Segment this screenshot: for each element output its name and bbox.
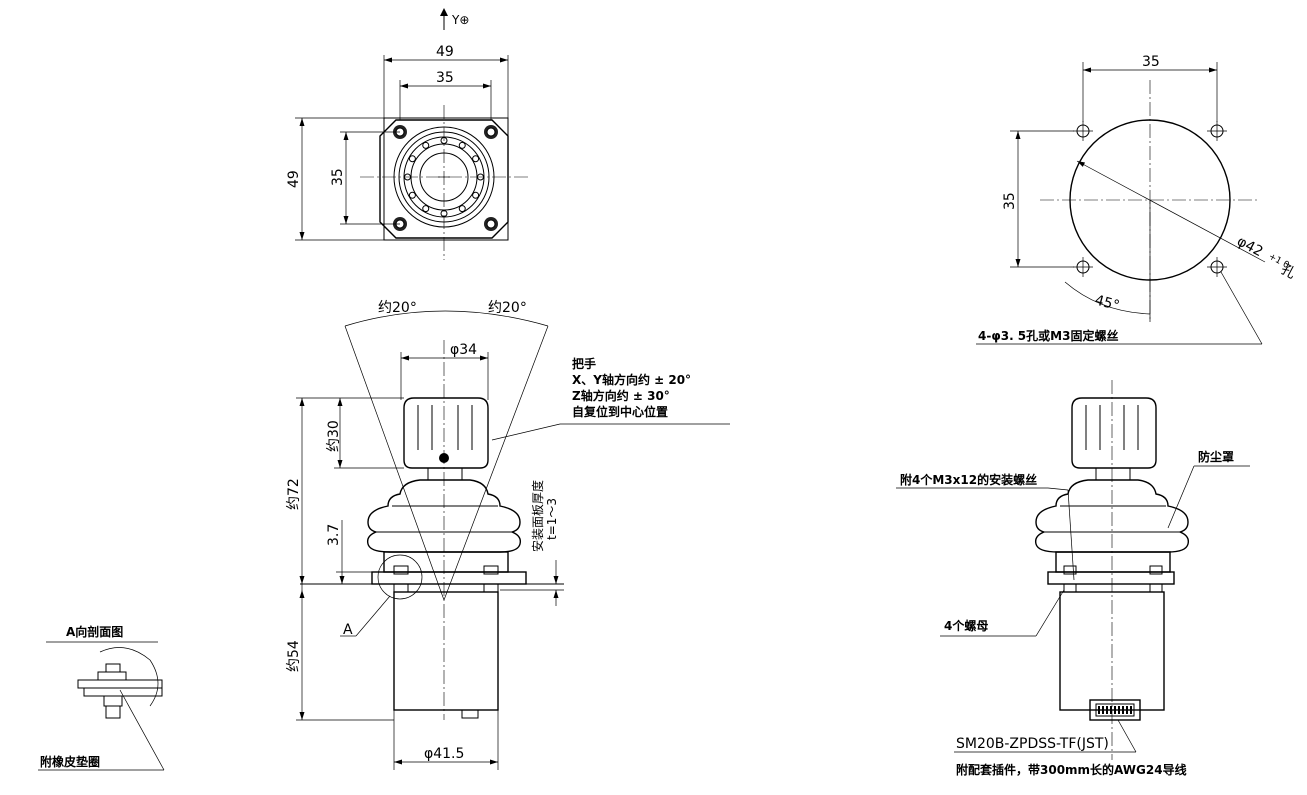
mount-hole — [1207, 121, 1227, 141]
mount-hole — [1207, 257, 1227, 277]
angle-right: 约20° — [488, 300, 527, 316]
connector-pin — [1118, 706, 1120, 714]
dim-37: 3.7 — [326, 524, 342, 546]
section-marker: A — [343, 622, 353, 638]
dia-knob: 约30 — [326, 420, 342, 452]
ring-hole — [408, 191, 416, 199]
ring-hole — [472, 191, 480, 199]
ring-hole — [472, 155, 480, 163]
dust-cover-label: 防尘罩 — [1198, 449, 1234, 464]
dia-bottom: φ41.5 — [424, 746, 464, 762]
angle-left: 约20° — [378, 300, 417, 316]
connector-pin — [1106, 706, 1108, 714]
cutout-screw-note: 4-φ3. 5孔或M3固定螺丝 — [978, 328, 1118, 343]
mount-hole — [1073, 257, 1093, 277]
handle-note-4: 自复位到中心位置 — [572, 404, 668, 419]
ring-hole — [458, 141, 466, 149]
dim-outer-height: 49 — [286, 170, 302, 188]
hole-diameter: φ42 — [1234, 233, 1265, 260]
right-screw-note: 附4个M3x12的安装螺丝 — [900, 472, 1037, 487]
connector-pin — [1126, 706, 1128, 714]
connector-model: SM20B-ZPDSS-TF(JST) — [956, 736, 1109, 752]
handle-note-1: 把手 — [572, 356, 596, 371]
cable-note: 附配套插件，带300mm长的AWG24导线 — [956, 762, 1187, 777]
cutout-angle: 45° — [1093, 292, 1121, 314]
handle-note-2: X、Y轴方向约 ± 20° — [572, 372, 691, 387]
section-view: A向剖面图 附橡皮垫圈 — [38, 624, 165, 771]
ring-hole — [408, 155, 416, 163]
connector-pin — [1110, 706, 1112, 714]
mount-hole — [1073, 121, 1093, 141]
dia-top: φ34 — [450, 342, 477, 358]
height-top: 约72 — [286, 478, 302, 510]
nut-note: 4个螺母 — [944, 618, 988, 633]
ring-hole — [458, 205, 466, 213]
section-title: A向剖面图 — [66, 624, 123, 639]
dim-inner-height: 35 — [330, 168, 346, 186]
ring-hole — [422, 141, 430, 149]
height-bottom: 约54 — [286, 640, 302, 672]
side-view: 约20° 约20° φ34 — [286, 300, 730, 770]
dim-outer-width: 49 — [436, 44, 454, 60]
connector-pin — [1122, 706, 1124, 714]
section-note: 附橡皮垫圈 — [40, 754, 100, 769]
cutout-view: φ42 +1 0 孔 35 35 45° 4-φ3. 5孔或M3固定螺丝 — [976, 54, 1298, 345]
handle-note-3: Z轴方向约 ± 30° — [572, 388, 670, 403]
cutout-dim-height: 35 — [1002, 192, 1018, 210]
y-axis-label: Y⊕ — [451, 13, 469, 27]
connector-pin — [1114, 706, 1116, 714]
hole-suffix: 孔 — [1278, 261, 1298, 282]
connector-pin — [1130, 706, 1132, 714]
right-view: 附4个M3x12的安装螺丝 防尘罩 4个螺母 SM20B-ZPDSS-TF(JS… — [896, 380, 1250, 777]
dim-inner-width: 35 — [436, 70, 454, 86]
connector-pin — [1098, 706, 1100, 714]
ring-hole — [422, 205, 430, 213]
cutout-dim-width: 35 — [1142, 54, 1160, 70]
connector-pin — [1102, 706, 1104, 714]
panel-thickness-label: 安装面板厚度 — [530, 480, 545, 552]
panel-thickness-value: t=1～3 — [545, 498, 559, 540]
top-view: Y⊕ 49 35 — [286, 8, 530, 260]
